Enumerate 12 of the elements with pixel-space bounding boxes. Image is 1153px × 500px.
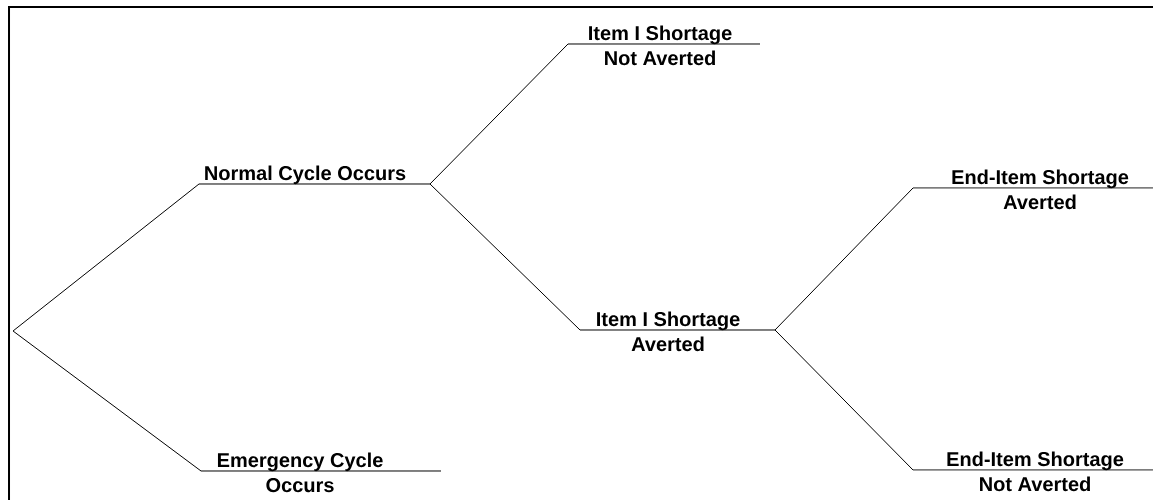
- event-branch: Normal Cycle Occurs: [198, 165, 431, 185]
- event-branch: End-Item Shortage Not Averted: [912, 451, 1153, 492]
- branch-line: [429, 43, 569, 185]
- event-branch: Emergency Cycle Occurs: [200, 452, 442, 493]
- branch-line: [429, 183, 581, 331]
- branch-line: [12, 183, 200, 332]
- branch-line: [774, 329, 914, 471]
- branch-line: [774, 187, 914, 331]
- event-branch: Item I Shortage Not Averted: [567, 25, 761, 66]
- branch-line: [12, 330, 202, 472]
- event-branch: End-Item Shortage Averted: [912, 169, 1153, 210]
- event-branch: Item I Shortage Averted: [579, 311, 776, 352]
